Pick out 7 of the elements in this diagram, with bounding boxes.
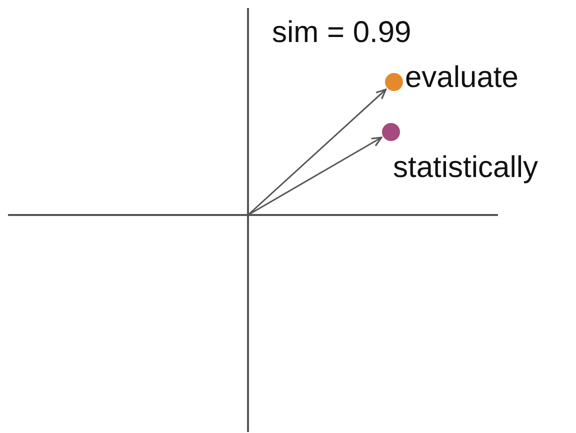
- vector-arrow: [248, 88, 387, 216]
- word-label: statistically: [393, 153, 538, 183]
- word-point: [382, 123, 400, 141]
- word-point: [385, 73, 403, 91]
- word-label: evaluate: [405, 63, 518, 93]
- similarity-label: sim = 0.99: [272, 18, 412, 48]
- vector-arrow: [248, 136, 382, 216]
